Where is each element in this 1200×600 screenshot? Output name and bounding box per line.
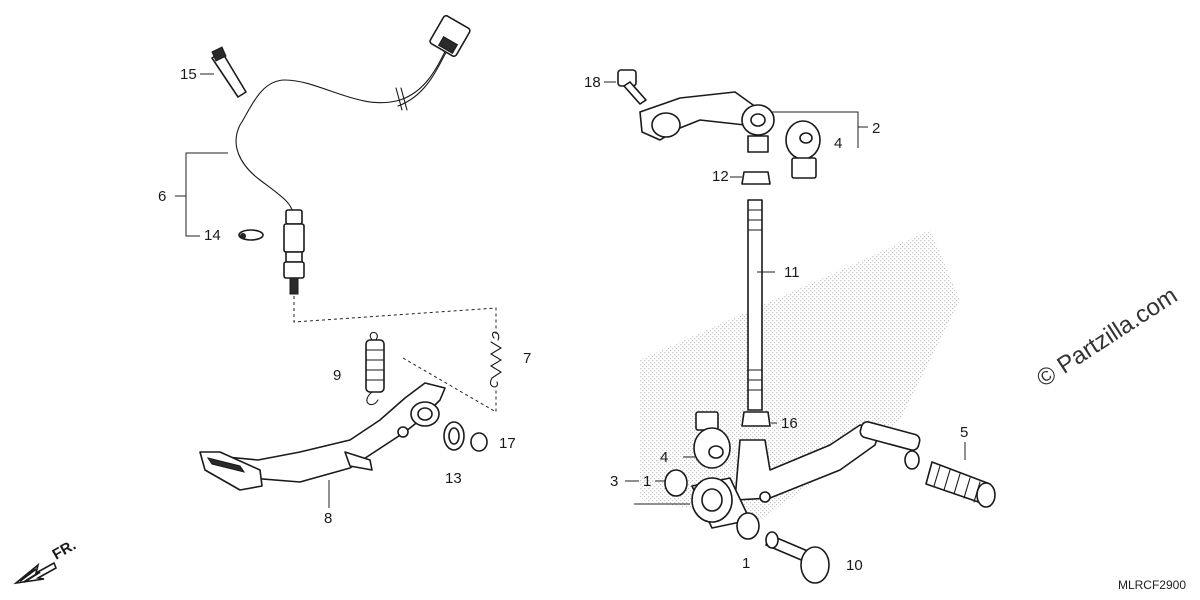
callout-11: 11 [784, 264, 800, 281]
callout-10: 10 [846, 557, 863, 574]
callout-12: 12 [712, 168, 729, 185]
bolt-18 [617, 69, 647, 105]
callout-15: 15 [180, 66, 197, 83]
circlip-17 [470, 432, 488, 452]
wire-connector [429, 14, 471, 58]
callout-4-bottom: 4 [660, 449, 668, 466]
shift-linkage [328, 69, 996, 584]
callout-17: 17 [499, 435, 516, 452]
callout-6: 6 [158, 188, 166, 205]
callout-8: 8 [324, 510, 332, 527]
callout-2: 2 [872, 120, 880, 137]
callout-18: 18 [584, 74, 601, 91]
pivot-bolt-10 [765, 531, 830, 584]
callout-9: 9 [333, 367, 341, 384]
callout-7: 7 [523, 350, 531, 367]
callout-13: 13 [445, 470, 462, 487]
drawing-code: MLRCF2900 [1117, 578, 1186, 592]
spring-9 [365, 331, 385, 406]
clip-14 [238, 229, 264, 241]
clamp-15 [211, 46, 247, 98]
brake-switch-assembly [175, 14, 497, 413]
collar-13 [443, 421, 465, 451]
brake-pedal [199, 382, 446, 491]
callout-5: 5 [960, 424, 968, 441]
spring-7 [489, 331, 503, 388]
shift-rubber [925, 461, 996, 508]
front-label: FR. [50, 537, 79, 564]
callout-1-bottom: 1 [742, 555, 750, 572]
callout-4-top: 4 [834, 135, 842, 152]
callout-1-left: 1 [643, 473, 651, 490]
front-direction-arrow: FR. [13, 537, 79, 585]
callout-14: 14 [204, 227, 221, 244]
callout-3: 3 [610, 473, 618, 490]
callout-16: 16 [781, 415, 798, 432]
brake-switch [283, 209, 305, 295]
